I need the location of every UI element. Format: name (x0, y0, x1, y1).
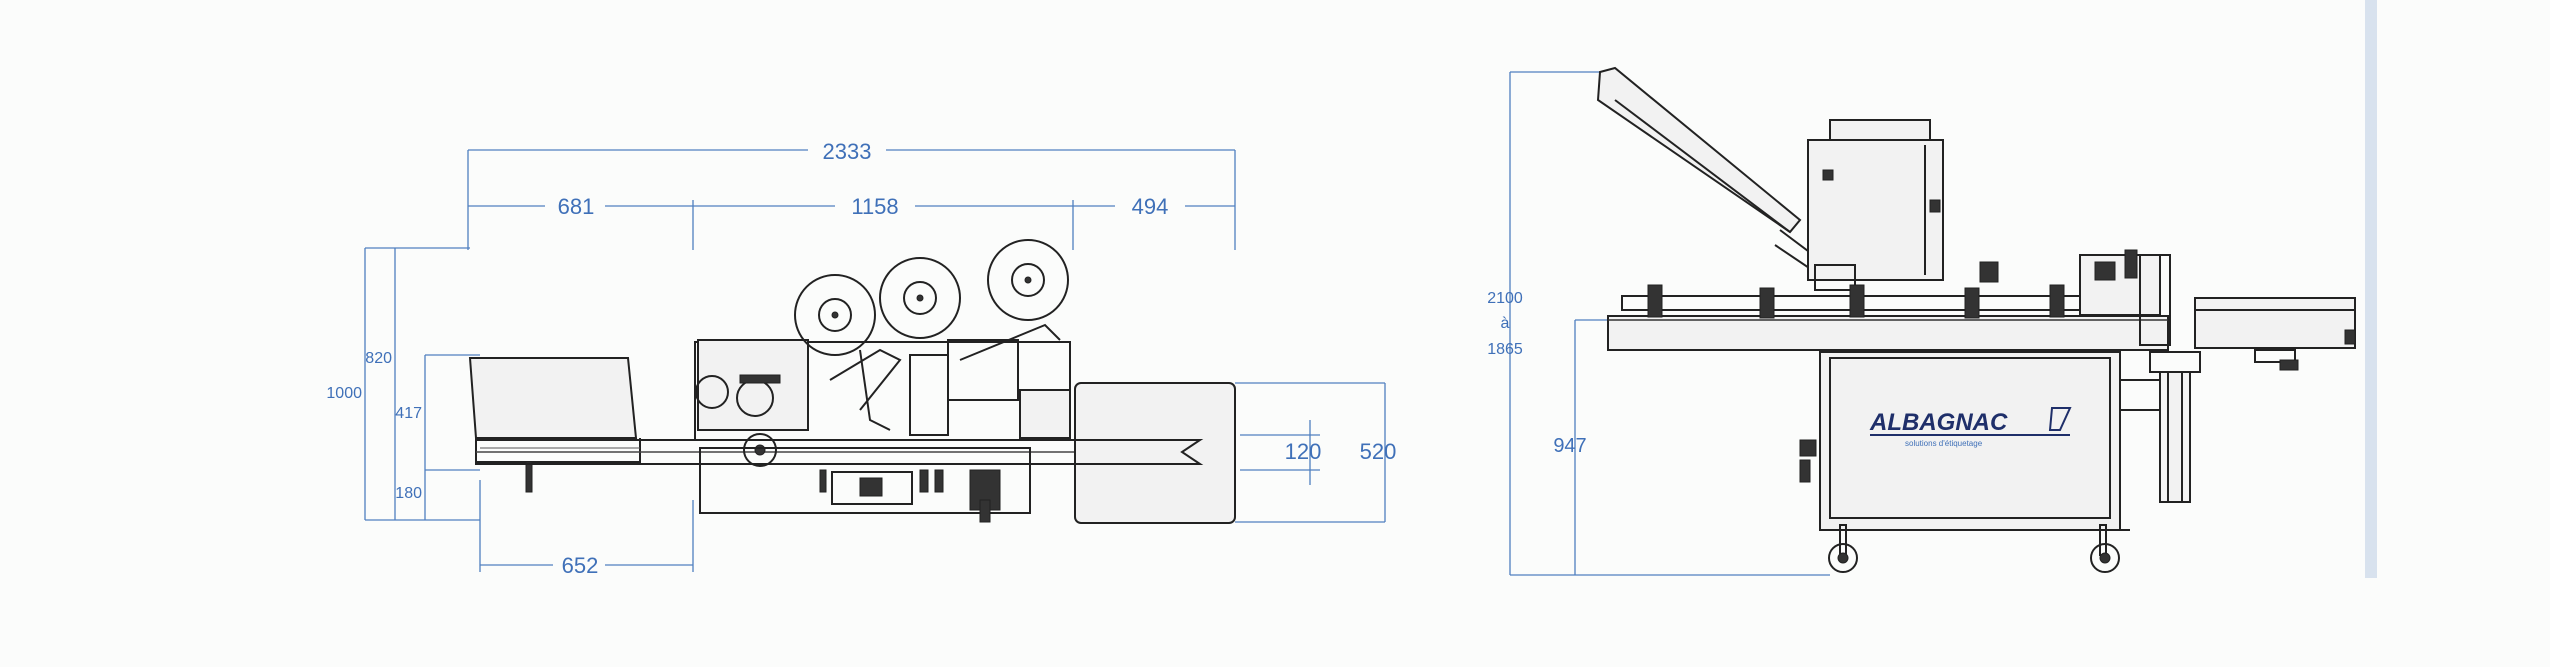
dimension-label-494: 494 (1132, 194, 1169, 219)
dimension-label-180: 180 (395, 485, 422, 502)
dimension-label-1865: 1865 (1487, 341, 1523, 358)
dimension-2333: 2333 (467, 138, 1236, 250)
base-cabinet: ALBAGNAC solutions d'étiquetage (1799, 351, 2130, 556)
scan-edge-strip (2365, 0, 2377, 578)
dimension-label-947: 947 (1553, 435, 1586, 457)
hopper-arm (1596, 66, 1822, 274)
labeling-head (694, 323, 1071, 523)
side-outfeed (2194, 297, 2356, 371)
dimension-label-652: 652 (562, 553, 599, 578)
dimension-label-681: 681 (558, 194, 595, 219)
caster-right (2090, 543, 2120, 573)
outfeed-table (1070, 382, 1236, 524)
side-conveyor (1607, 249, 2171, 351)
dimension-label-2333: 2333 (823, 139, 872, 164)
label-reel-3 (987, 239, 1069, 321)
dimension-label-520: 520 (1360, 439, 1397, 464)
dimension-label-1000: 1000 (326, 385, 362, 402)
dimension-side-heights: 2100 à 1865 947 (1487, 71, 1830, 576)
label-reel-1 (794, 274, 876, 356)
dimension-label-820: 820 (365, 350, 392, 367)
brand-tagline: solutions d'étiquetage (1905, 439, 1983, 448)
side-column (2119, 351, 2201, 503)
dimension-right-conveyor: 120 520 (1235, 382, 1397, 523)
dimension-label-120: 120 (1285, 439, 1322, 464)
dimension-652: 652 (479, 480, 694, 578)
dimension-label-417: 417 (395, 405, 422, 422)
brand-logo: ALBAGNAC (1869, 409, 2008, 436)
dimension-label-1158: 1158 (851, 194, 898, 219)
head-housing (1807, 119, 1944, 291)
dimension-label-2100: 2100 (1487, 290, 1523, 307)
dimension-label-a: à (1501, 315, 1510, 332)
dimension-row-sections: 681 1158 494 (468, 194, 1235, 250)
top-view: 2333 681 1158 494 (326, 138, 1396, 578)
dimension-left-heights: 1000 820 417 180 (326, 247, 480, 521)
infeed-table (468, 357, 641, 493)
side-view: 2100 à 1865 947 (1487, 66, 2356, 576)
label-reel-2 (879, 257, 961, 339)
caster-left (1828, 543, 1858, 573)
